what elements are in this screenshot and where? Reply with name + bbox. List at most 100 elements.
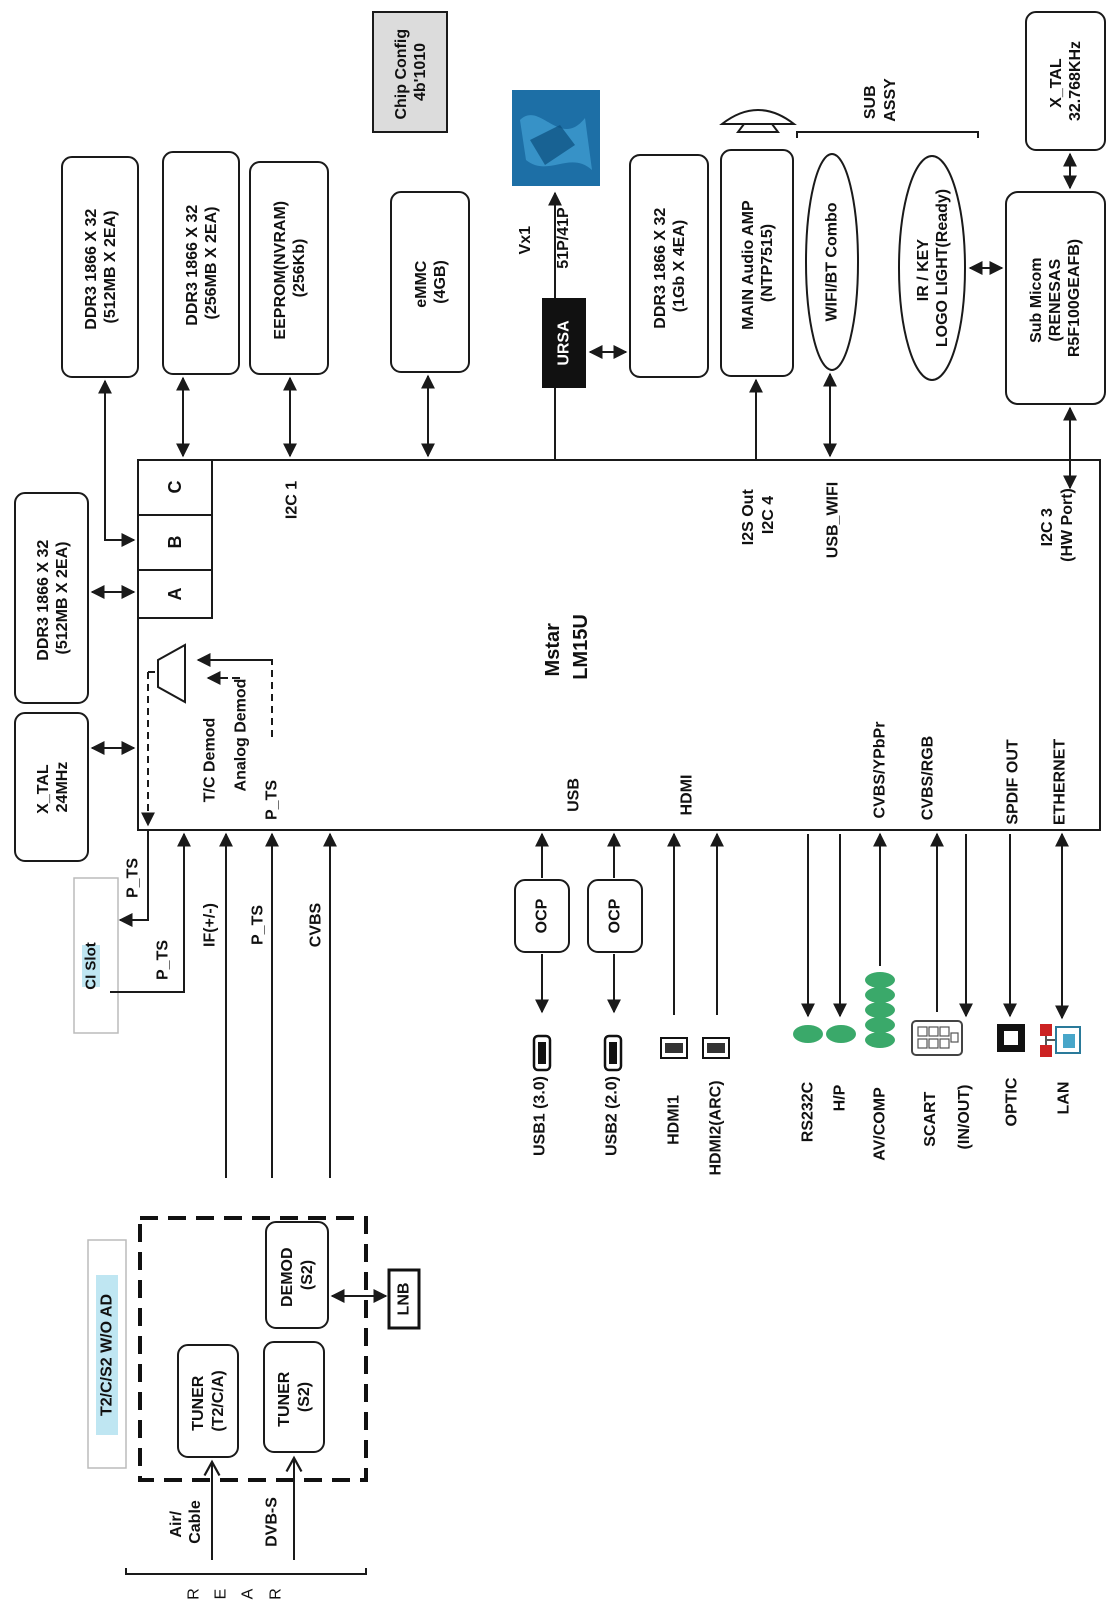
svg-text:IR / KEY LOGO LIGHT(Read: IR / KEY LOGO LIGHT(Ready): [915, 189, 951, 347]
optic-label: OPTIC: [1004, 1077, 1021, 1126]
dvb-s-label: DVB-S: [264, 1497, 281, 1547]
svg-text:SUB ASSY: SUB ASSY: [862, 78, 899, 122]
svg-text:OCP: OCP: [607, 898, 624, 933]
rear-letter-a: A: [240, 1588, 257, 1599]
lan-label: LAN: [1056, 1082, 1073, 1115]
svg-text:TUNER (S2): TUNER (S2): [276, 1367, 313, 1427]
main-chip-block: Mstar LM15U: [137, 459, 1101, 831]
ci-p-ts-out-label: P_TS: [125, 858, 142, 898]
port-b-label: B: [165, 536, 185, 549]
rs232c-jack-icon: [793, 1025, 823, 1043]
optic-port-icon: [997, 1024, 1025, 1052]
wifi-bt-block: WIFI/BT Combo: [805, 153, 859, 371]
svg-text:DDR3 1866 X 32 (256MB X: DDR3 1866 X 32 (256MB X 2EA): [184, 200, 220, 325]
hdmi2-label: HDMI2(ARC): [708, 1080, 725, 1175]
i2c3-label: I2C 3 (HW Port): [1039, 488, 1076, 562]
display-panel-image: [512, 90, 600, 186]
svg-text:DDR3 1866 X 32 (1Gb X 4E: DDR3 1866 X 32 (1Gb X 4EA): [652, 203, 688, 328]
ddr-left-block: DDR3 1866 X 32 (512MB X 2EA): [14, 492, 89, 704]
memory-ports: C B A: [137, 459, 213, 619]
svg-text:MAIN Audio AMP (NTP7515): MAIN Audio AMP (NTP7515): [740, 196, 776, 330]
ursa-block: URSA: [542, 298, 586, 388]
hdmi2-port-icon: [702, 1037, 730, 1059]
port-a-label: A: [165, 588, 185, 601]
audio-amp-block: MAIN Audio AMP (NTP7515): [720, 149, 794, 377]
speaker-icon: [719, 109, 797, 133]
hdmi1-label: HDMI1: [666, 1095, 683, 1145]
scart-connector-icon: [911, 1020, 963, 1056]
svg-text:Chip Config 4b'1010: Chip Config 4b'1010: [393, 24, 429, 119]
main-chip-label: Mstar LM15U: [542, 614, 592, 680]
av-comp-jacks-icon: [865, 972, 895, 1048]
ocp-usb1-block: OCP: [514, 879, 570, 953]
svg-text:X_TAL 32.768KHz: X_TAL 32.768KHz: [1048, 41, 1084, 121]
ethernet-label: ETHERNET: [1052, 739, 1069, 825]
vx1-label: Vx1 51P/41P: [517, 207, 572, 269]
ddr-ursa-block: DDR3 1866 X 32 (1Gb X 4EA): [629, 154, 709, 378]
ir-key-block: IR / KEY LOGO LIGHT(Ready): [898, 155, 966, 381]
tuner2-block: TUNER (S2): [263, 1341, 325, 1453]
xtal-right-block: X_TAL 32.768KHz: [1025, 11, 1106, 151]
rear-bracket: [125, 1568, 367, 1575]
svg-text:DDR3 1866 X 32 (512MB X: DDR3 1866 X 32 (512MB X 2EA): [35, 535, 71, 660]
hdmi1-port-icon: [660, 1037, 688, 1059]
svg-text:DDR3 1866 X 32 (512MB X: DDR3 1866 X 32 (512MB X 2EA): [83, 204, 119, 329]
if-label: IF(+/-): [202, 903, 219, 947]
svg-text:TUNER (T2/C/A): TUNER (T2/C/A): [190, 1370, 227, 1431]
hp-jack-icon: [826, 1025, 856, 1043]
svg-text:WIFI/BT Combo: WIFI/BT Combo: [824, 202, 841, 321]
air-cable-label: Air/ Cable: [168, 1500, 204, 1544]
emmc-block: eMMC (4GB): [390, 191, 470, 373]
i2c1-label: I2C 1: [284, 481, 301, 519]
scart-label: SCART (IN/OUT): [922, 1085, 973, 1150]
svg-text:T2/C/S2 W/O AD: T2/C/S2 W/O AD: [99, 1294, 116, 1416]
svg-text:DEMOD (S2): DEMOD (S2): [279, 1243, 316, 1307]
demux-symbol: [141, 643, 273, 827]
svg-text:OCP: OCP: [534, 898, 551, 933]
tuner-module-frame: [138, 1216, 368, 1482]
av-comp-label: AV/COMP: [872, 1087, 889, 1161]
ddr-top1-block: DDR3 1866 X 32 (512MB X 2EA): [61, 156, 139, 378]
usb1-label: USB1 (3.0): [532, 1076, 549, 1156]
svg-text:X_TAL 24MHz: X_TAL 24MHz: [35, 760, 71, 814]
port-c-label: C: [165, 481, 185, 494]
usb-inner-label: USB: [566, 778, 583, 812]
xtal-left-block: X_TAL 24MHz: [14, 712, 89, 862]
p-ts-inner-label: P_TS: [264, 780, 281, 820]
rear-letter-r1: R: [186, 1588, 203, 1600]
spdif-out-label: SPDIF OUT: [1005, 739, 1022, 825]
usb-wifi-label: USB_WIFI: [825, 482, 842, 558]
svg-text:EEPROM(NVRAM) (256Kb): EEPROM(NVRAM) (256Kb): [272, 196, 308, 339]
svg-text:eMMC (4GB): eMMC (4GB): [413, 256, 449, 308]
ocp-usb2-block: OCP: [587, 879, 643, 953]
svg-text:URSA: URSA: [556, 320, 573, 366]
chip-config-block: Chip Config 4b'1010: [372, 11, 448, 133]
rear-letter-e: E: [213, 1589, 230, 1600]
cvbs-rgb-label: CVBS/RGB: [920, 736, 937, 820]
hp-label: H/P: [832, 1084, 849, 1111]
eeprom-block: EEPROM(NVRAM) (256Kb): [249, 161, 329, 375]
sub-assy-label: SUB ASSY: [796, 78, 979, 138]
tuner-module-title: T2/C/S2 W/O AD: [87, 1239, 127, 1469]
usb2-label: USB2 (2.0): [604, 1076, 621, 1156]
usb2-port-icon: [603, 1034, 623, 1072]
cvbs-signal-label: CVBS: [308, 902, 325, 947]
analog-demod-label: Analog Demod: [233, 679, 250, 792]
sub-micom-block: Sub Micom (RENESAS R5F100GEAFB): [1005, 191, 1106, 405]
lnb-block: LNB: [387, 1268, 421, 1330]
usb1-port-icon: [532, 1034, 552, 1072]
svg-text:CI Slot: CI Slot: [83, 942, 100, 990]
demod-s2-block: DEMOD (S2): [265, 1221, 329, 1329]
hdmi-inner-label: HDMI: [679, 775, 696, 816]
tc-demod-label: T/C Demod: [202, 718, 219, 802]
ci-p-ts-in-label: P_TS: [155, 940, 172, 980]
svg-text:Sub Micom (RENESAS: Sub Micom (RENESAS R5F100GEAFB): [1028, 239, 1083, 357]
tuner1-block: TUNER (T2/C/A): [177, 1344, 239, 1458]
ci-slot-block: CI Slot: [73, 877, 119, 1034]
p-ts-signal-label: P_TS: [250, 905, 267, 945]
lan-port-icon: [1040, 1024, 1081, 1057]
rs232c-label: RS232C: [800, 1081, 817, 1142]
cvbs-ypbpr-label: CVBS/YPbPr: [872, 722, 889, 819]
rear-letter-r2: R: [268, 1588, 285, 1600]
